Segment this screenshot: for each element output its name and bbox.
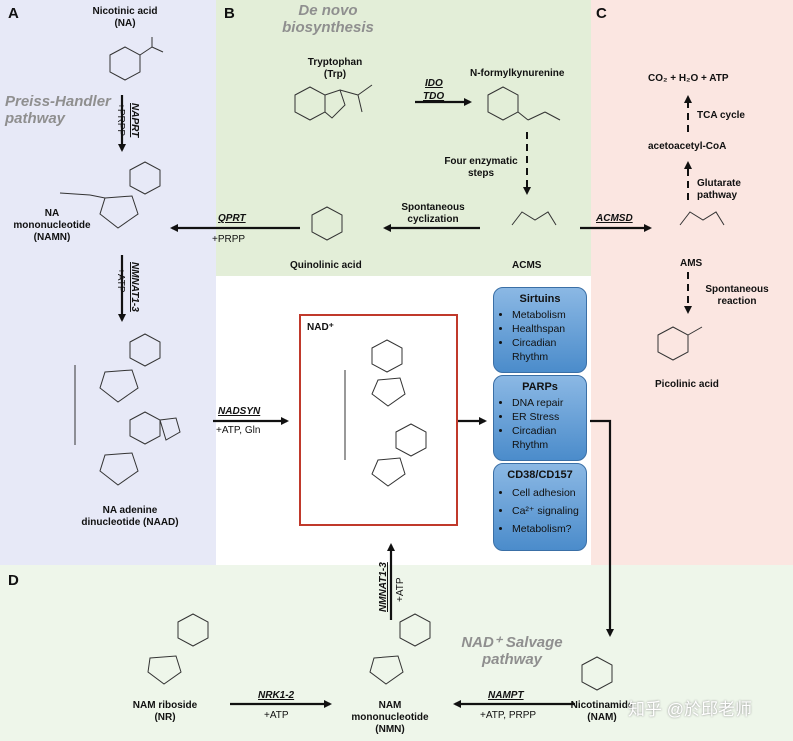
naad-structure bbox=[74, 333, 181, 486]
sirtuins-item: Metabolism bbox=[512, 308, 586, 322]
compound-co2: CO₂ + H₂O + ATP bbox=[648, 73, 729, 84]
quinolinic-structure bbox=[311, 206, 343, 241]
parps-item: Circadian Rhythm bbox=[512, 424, 586, 452]
nam-structure bbox=[581, 656, 613, 691]
sirtuins-title: Sirtuins bbox=[519, 293, 561, 305]
cofactor-prpp-q: +PRPP bbox=[212, 234, 246, 245]
salvage-title: NAD⁺ Salvage pathway bbox=[461, 634, 563, 668]
panel-d-background bbox=[0, 565, 793, 741]
enzyme-nmnat-a: NMNAT1-3 bbox=[129, 262, 140, 312]
panel-b-background bbox=[216, 0, 591, 276]
cd38-item: Metabolism? bbox=[512, 520, 586, 538]
cofactor-atp-nrk: +ATP bbox=[264, 710, 289, 721]
sirtuins-item: Circadian Rhythm bbox=[512, 336, 586, 364]
compound-nad: NAD⁺ bbox=[307, 322, 334, 333]
compound-quinolinic: Quinolinic acid bbox=[290, 260, 362, 271]
acms-structure bbox=[511, 211, 557, 226]
panel-c-background bbox=[591, 0, 793, 565]
de-novo-title: De novo biosynthesis bbox=[282, 2, 374, 36]
compound-nr: NAM riboside (NR) bbox=[132, 700, 198, 723]
panel-label-c: C bbox=[596, 5, 607, 22]
enzyme-nampt: NAMPT bbox=[488, 690, 524, 701]
cd38-box: CD38/CD157 Cell adhesion Ca²⁺ signaling … bbox=[493, 463, 587, 551]
cofactor-atp-nmnat: +ATP bbox=[395, 577, 406, 602]
na-structure bbox=[109, 37, 164, 81]
sirtuins-item: Healthspan bbox=[512, 322, 586, 336]
cd38-title: CD38/CD157 bbox=[507, 469, 573, 481]
step-spontaneous-reaction: Spontaneous reaction bbox=[705, 284, 769, 307]
panel-label-a: A bbox=[8, 5, 19, 22]
enzyme-naprt: NAPRT bbox=[129, 103, 140, 138]
arrow-consumption bbox=[590, 419, 614, 637]
sirtuins-box: Sirtuins Metabolism Healthspan Circadian… bbox=[493, 287, 587, 373]
compound-nfk: N-formylkynurenine bbox=[470, 68, 565, 79]
step-four-enzymatic: Four enzymatic steps bbox=[444, 156, 518, 179]
compound-nam: Nicotinamide (NAM) bbox=[570, 700, 634, 723]
cofactor-nampt: +ATP, PRPP bbox=[480, 710, 537, 721]
enzyme-tdo: TDO bbox=[423, 91, 445, 102]
nad-highlight-box: NAD⁺ bbox=[299, 314, 458, 526]
cofactor-nadsyn: +ATP, Gln bbox=[216, 425, 261, 436]
parps-item: DNA repair bbox=[512, 396, 586, 410]
cofactor-prpp-a: +PRPP bbox=[115, 103, 126, 137]
cd38-item: Ca²⁺ signaling bbox=[512, 502, 586, 520]
cofactor-atp-a: +ATP bbox=[115, 268, 126, 293]
parps-box: PARPs DNA repair ER Stress Circadian Rhy… bbox=[493, 375, 587, 461]
picolinic-structure bbox=[657, 326, 703, 361]
compound-ams: AMS bbox=[680, 258, 703, 269]
nad-structure bbox=[344, 339, 427, 487]
compound-picolinic: Picolinic acid bbox=[655, 379, 719, 390]
enzyme-nadsyn: NADSYN bbox=[218, 406, 261, 417]
compound-na: Nicotinic acid (NA) bbox=[92, 6, 158, 29]
enzyme-qprt: QPRT bbox=[218, 213, 246, 224]
preiss-handler-title: Preiss-Handler pathway bbox=[5, 93, 111, 127]
panel-label-b: B bbox=[224, 5, 235, 22]
enzyme-acmsd: ACMSD bbox=[596, 213, 633, 224]
compound-nmn: NAM mononucleotide (NMN) bbox=[351, 700, 429, 735]
panel-a-background bbox=[0, 0, 216, 565]
compound-naad: NA adenine dinucleotide (NAAD) bbox=[81, 505, 179, 528]
step-spontaneous-cyclization: Spontaneous cyclization bbox=[401, 202, 465, 225]
parps-item: ER Stress bbox=[512, 410, 586, 424]
nfk-structure bbox=[487, 86, 561, 121]
step-tca: TCA cycle bbox=[697, 110, 745, 121]
step-glutarate: Glutarate pathway bbox=[697, 178, 741, 201]
watermark: 知乎 @於邱老师 bbox=[628, 700, 752, 719]
nr-structure bbox=[147, 613, 209, 685]
tryptophan-structure bbox=[294, 84, 373, 121]
panel-label-d: D bbox=[8, 572, 19, 589]
cd38-item: Cell adhesion bbox=[512, 484, 586, 502]
compound-acms: ACMS bbox=[512, 260, 542, 271]
compound-acetoacetyl: acetoacetyl-CoA bbox=[648, 141, 727, 152]
compound-namn: NA mononucleotide (NAMN) bbox=[13, 208, 91, 243]
enzyme-nmnat-d: NMNAT1-3 bbox=[378, 562, 389, 612]
parps-title: PARPs bbox=[522, 381, 558, 393]
enzyme-nrk: NRK1-2 bbox=[258, 690, 295, 701]
nmn-structure bbox=[369, 613, 431, 685]
ams-structure bbox=[679, 211, 725, 226]
namn-structure bbox=[59, 161, 161, 229]
enzyme-ido: IDO bbox=[425, 78, 443, 89]
compound-trp: Tryptophan (Trp) bbox=[307, 57, 363, 80]
